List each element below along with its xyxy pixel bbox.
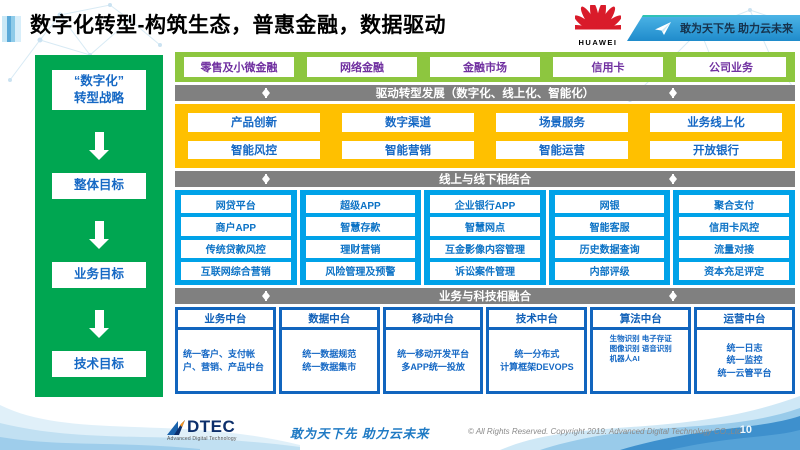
- platform-title: 运营中台: [697, 310, 792, 327]
- connector-business-tech: 业务与科技相融合: [175, 288, 795, 304]
- platform-column-mobile: 移动中台 统一移动开发平台 多APP统一投放: [382, 307, 484, 394]
- channel-column: 网银 智能客服 历史数据查询 内部评级: [548, 190, 671, 285]
- channel-column: 聚合支付 信用卡风控 流量对接 资本充足评定: [673, 190, 795, 285]
- capability-item: 场景服务: [496, 113, 628, 132]
- title-accent-bars: [2, 16, 21, 42]
- capability-item: 数字渠道: [342, 113, 474, 132]
- copyright-text: © All Rights Reserved. Copyright 2019. A…: [468, 427, 742, 436]
- platform-title: 算法中台: [593, 310, 689, 327]
- strategy-box-tech-goal: 技术目标: [52, 350, 146, 377]
- platform-column-business: 业务中台 统一客户、支付帐户、营销、产品中台: [175, 307, 276, 394]
- strategy-box-business-goal: 业务目标: [52, 261, 146, 288]
- channel-item: 历史数据查询: [554, 239, 665, 258]
- channel-item: 智慧网点: [430, 217, 540, 236]
- down-arrow-icon: [94, 310, 104, 329]
- business-line-item: 网络金融: [307, 57, 417, 77]
- page-number: 10: [739, 424, 752, 436]
- channel-column: 超级APP 智慧存款 理财营销 风险管理及预警: [299, 190, 422, 285]
- channel-item: 智能客服: [554, 217, 665, 236]
- channel-service-band: 网贷平台 商户APP 传统贷款风控 互联网综合营销 超级APP 智慧存款 理财营…: [175, 190, 795, 285]
- connector-label: 驱动转型发展（数字化、线上化、智能化）: [375, 88, 595, 100]
- channel-item: 网银: [554, 195, 665, 214]
- wave-decoration-left: [0, 405, 300, 450]
- slogan-banner: 敢为天下先 助力云未来: [627, 15, 800, 41]
- architecture-stack: 零售及小微金融 网络金融 金融市场 信用卡 公司业务 驱动转型发展（数字化、线上…: [175, 52, 795, 394]
- dtec-tagline: Advanced Digital Technology: [167, 436, 237, 442]
- platform-column-tech: 技术中台 统一分布式 计算框架DEVOPS: [486, 307, 588, 394]
- connector-drive-transform: 驱动转型发展（数字化、线上化、智能化）: [175, 85, 795, 101]
- channel-item: 资本充足评定: [679, 261, 789, 280]
- capability-item: 业务线上化: [650, 113, 782, 132]
- platform-content: 生物识别 电子存证 图像识别 语音识别 机器人AI: [593, 330, 689, 391]
- down-arrow-icon: [94, 221, 104, 240]
- up-down-arrow-icon: [669, 88, 677, 98]
- platform-title: 业务中台: [178, 310, 273, 327]
- paper-plane-icon: [655, 21, 671, 35]
- huawei-wordmark: HUAWEI: [578, 38, 618, 47]
- platform-title: 移动中台: [385, 310, 481, 327]
- channel-item: 聚合支付: [679, 195, 789, 214]
- platform-content: 统一移动开发平台 多APP统一投放: [385, 330, 481, 391]
- capability-item: 智能运营: [496, 140, 628, 159]
- dtec-wordmark: DTEC: [187, 417, 236, 436]
- platform-content: 统一分布式 计算框架DEVOPS: [489, 330, 585, 391]
- down-arrow-icon: [94, 132, 104, 151]
- business-line-item: 公司业务: [676, 57, 786, 77]
- channel-item: 互金影像内容管理: [430, 239, 540, 258]
- huawei-flower-icon: [571, 1, 625, 34]
- banner-slogan: 敢为天下先 助力云未来: [680, 23, 794, 35]
- capability-item: 智能风控: [188, 140, 320, 159]
- platform-content: 统一数据规范 统一数据集市: [281, 330, 377, 391]
- channel-column: 网贷平台 商户APP 传统贷款风控 互联网综合营销: [175, 190, 297, 285]
- capability-band: 产品创新 数字渠道 场景服务 业务线上化 智能风控 智能营销 智能运营 开放银行: [175, 104, 795, 168]
- platform-content: 统一日志 统一监控 统一云管平台: [697, 330, 792, 391]
- up-down-arrow-icon: [669, 174, 677, 184]
- wave-decoration-right: [500, 396, 800, 450]
- up-down-arrow-icon: [669, 291, 677, 301]
- platform-column-operation: 运营中台 统一日志 统一监控 统一云管平台: [694, 307, 795, 394]
- capability-item: 智能营销: [342, 140, 474, 159]
- capability-item: 产品创新: [188, 113, 320, 132]
- capability-item: 开放银行: [650, 140, 782, 159]
- channel-item: 诉讼案件管理: [430, 261, 540, 280]
- channel-item: 理财营销: [305, 239, 416, 258]
- channel-item: 风险管理及预警: [305, 261, 416, 280]
- strategy-box-digital-transform: “数字化” 转型战略: [52, 70, 146, 110]
- connector-online-offline: 线上与线下相结合: [175, 171, 795, 187]
- platform-title: 数据中台: [281, 310, 377, 327]
- network-decoration-top-left: [8, 3, 162, 82]
- channel-item: 商户APP: [181, 217, 291, 236]
- strategy-panel: “数字化” 转型战略 整体目标 业务目标 技术目标: [35, 55, 163, 397]
- dtec-logo-icon: [167, 420, 185, 435]
- channel-item: 超级APP: [305, 195, 416, 214]
- strategy-box-overall-goal: 整体目标: [52, 172, 146, 199]
- connector-label: 线上与线下相结合: [439, 174, 531, 186]
- connector-label: 业务与科技相融合: [439, 291, 531, 303]
- channel-item: 内部评级: [554, 261, 665, 280]
- up-down-arrow-icon: [262, 174, 270, 184]
- platform-column-data: 数据中台 统一数据规范 统一数据集市: [278, 307, 380, 394]
- channel-item: 传统贷款风控: [181, 239, 291, 258]
- up-down-arrow-icon: [262, 291, 270, 301]
- business-line-item: 零售及小微金融: [184, 57, 294, 77]
- up-down-arrow-icon: [262, 88, 270, 98]
- channel-column: 企业银行APP 智慧网点 互金影像内容管理 诉讼案件管理: [424, 190, 546, 285]
- business-line-item: 金融市场: [430, 57, 540, 77]
- huawei-logo: HUAWEI: [570, 1, 626, 47]
- platform-column-algorithm: 算法中台 生物识别 电子存证 图像识别 语音识别 机器人AI: [590, 307, 692, 394]
- business-line-item: 信用卡: [553, 57, 663, 77]
- channel-item: 互联网综合营销: [181, 261, 291, 280]
- channel-item: 网贷平台: [181, 195, 291, 214]
- channel-item: 智慧存款: [305, 217, 416, 236]
- page-title: 数字化转型-构筑生态，普惠金融，数据驱动: [30, 14, 446, 37]
- channel-item: 信用卡风控: [679, 217, 789, 236]
- platform-title: 技术中台: [489, 310, 585, 327]
- channel-item: 流量对接: [679, 239, 789, 258]
- platform-content: 统一客户、支付帐户、营销、产品中台: [178, 330, 273, 391]
- business-lines-band: 零售及小微金融 网络金融 金融市场 信用卡 公司业务: [175, 52, 795, 82]
- dtec-logo: DTEC Advanced Digital Technology: [167, 418, 237, 442]
- footer-slogan: 敢为天下先 助力云未来: [290, 427, 430, 441]
- channel-item: 企业银行APP: [430, 195, 540, 214]
- middle-platform-band: 业务中台 统一客户、支付帐户、营销、产品中台 数据中台 统一数据规范 统一数据集…: [175, 307, 795, 394]
